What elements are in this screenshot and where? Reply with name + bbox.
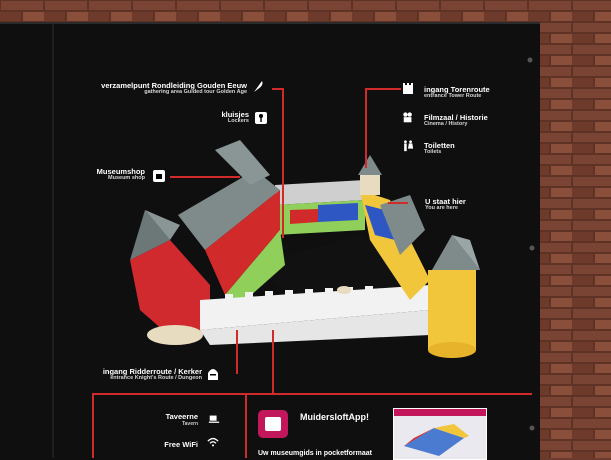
- leader-line-shop: [170, 176, 240, 178]
- service-wifi-title: Free WiFi: [164, 440, 198, 449]
- label-museumshop-title: Museumshop: [96, 167, 145, 176]
- cup-icon: [208, 413, 220, 425]
- panel-seam: [52, 24, 54, 458]
- service-taverne-title: Taveerne: [165, 412, 198, 421]
- label-cinema-sub: Cinema / History: [424, 120, 468, 127]
- label-lockers: kluisjes Lockers: [221, 111, 249, 125]
- camera-icon: [402, 112, 414, 124]
- service-taverne: Taveerne Tavern: [166, 412, 198, 427]
- leader-line-main: [272, 330, 274, 394]
- shop-icon: [153, 170, 165, 182]
- label-gathering-sub: gathering area Guided tour Golden Age: [144, 88, 247, 95]
- label-toilets-sub: Toilets: [424, 148, 442, 155]
- label-tower-sub: entrance Tower Route: [424, 92, 482, 99]
- leader-line-tower: [365, 88, 367, 168]
- label-gathering: verzamelpunt Rondleiding Gouden Eeuw gat…: [101, 82, 247, 96]
- label-youarehere-title: U staat hier: [425, 197, 466, 206]
- label-museumshop: Museumshop Museum shop: [97, 168, 145, 182]
- label-lockers-sub: Lockers: [227, 117, 249, 124]
- leader-line-youarehere: [388, 202, 408, 204]
- tower-icon: [402, 82, 414, 94]
- leader-line-gathering: [272, 88, 284, 90]
- label-museumshop-sub: Museum shop: [108, 174, 145, 181]
- wifi-icon: [207, 436, 219, 448]
- info-box-divider: [245, 393, 247, 458]
- label-cinema-title: Filmzaal / Historie: [424, 113, 488, 122]
- label-knights: ingang Ridderroute / Kerker entrance Kni…: [103, 368, 202, 382]
- label-lockers-title: kluisjes: [221, 110, 249, 119]
- label-knights-title: ingang Ridderroute / Kerker: [102, 367, 202, 376]
- label-cinema: Filmzaal / Historie Cinema / History: [424, 114, 488, 128]
- app-logo-icon: [258, 410, 288, 438]
- key-icon: [255, 112, 267, 124]
- label-toilets-title: Toiletten: [424, 141, 455, 150]
- app-subtitle: Uw museumgids in pocketformaat: [258, 450, 372, 457]
- label-gathering-title: verzamelpunt Rondleiding Gouden Eeuw: [101, 81, 247, 90]
- service-taverne-sub: Tavern: [181, 421, 198, 427]
- toilet-icon: [402, 140, 414, 152]
- feather-icon: [252, 80, 264, 92]
- helmet-icon: [207, 368, 219, 380]
- label-toilets: Toiletten Toilets: [424, 142, 455, 156]
- app-screenshot: [393, 408, 487, 460]
- info-box-border: [92, 393, 532, 395]
- label-tower: ingang Torenroute entrance Tower Route: [424, 86, 490, 100]
- leader-line-gathering-v: [282, 88, 284, 238]
- label-tower-title: ingang Torenroute: [424, 85, 490, 94]
- service-wifi: Free WiFi: [164, 440, 198, 449]
- label-youarehere: U staat hier You are here: [425, 198, 466, 212]
- label-knights-sub: entrance Knight's Route / Dungeon: [110, 374, 202, 381]
- label-youarehere-sub: You are here: [425, 204, 458, 211]
- info-box-border-left: [92, 393, 94, 458]
- leader-line-tower-h: [365, 88, 401, 90]
- app-title: MuidersloftApp!: [300, 412, 369, 422]
- leader-line-knights: [236, 330, 238, 374]
